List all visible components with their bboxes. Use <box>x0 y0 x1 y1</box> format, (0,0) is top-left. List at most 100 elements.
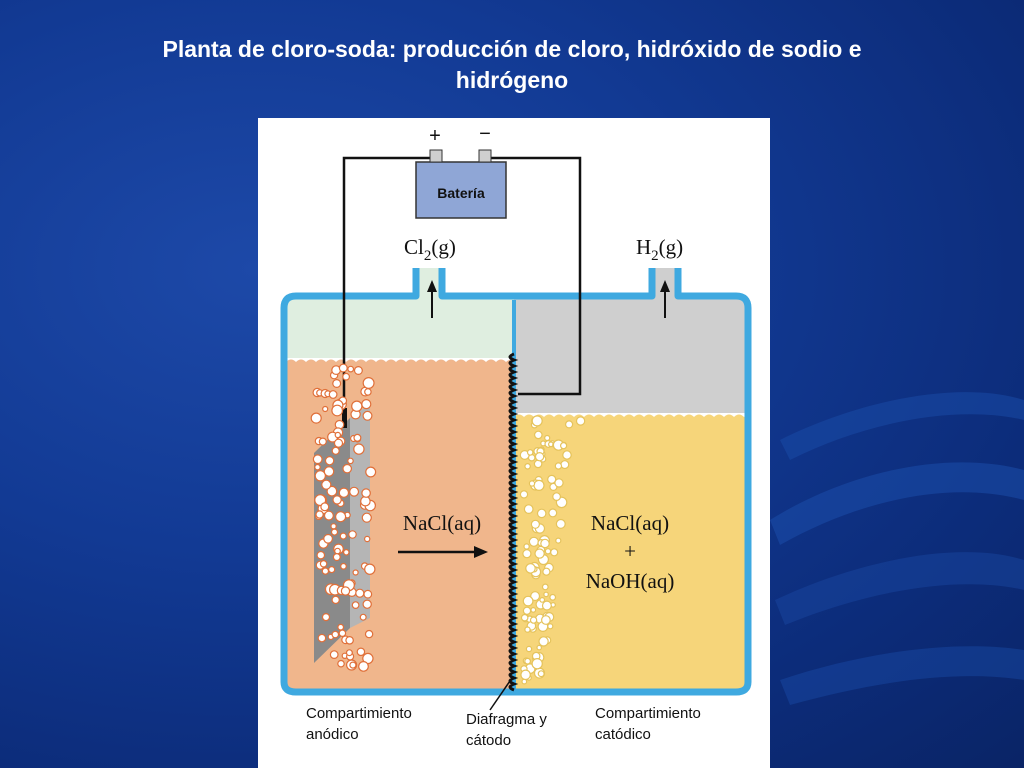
bubble <box>322 405 329 413</box>
bubble <box>330 523 337 530</box>
bubble <box>548 508 558 518</box>
bubble <box>554 478 564 488</box>
bubble <box>544 548 552 555</box>
bubble <box>338 487 350 498</box>
bubble <box>332 379 342 389</box>
bubble <box>321 479 332 490</box>
bubble <box>331 404 344 417</box>
bubble <box>533 459 543 469</box>
bubble <box>530 591 541 602</box>
bubble <box>329 650 339 659</box>
bubble <box>355 588 365 598</box>
wire-anode <box>342 156 434 418</box>
bubble <box>361 399 372 410</box>
bubble <box>326 485 338 497</box>
bubble <box>334 511 347 523</box>
bubble <box>536 644 543 651</box>
bubble <box>539 597 546 603</box>
bubble <box>534 452 545 462</box>
bubble <box>524 657 532 665</box>
bubble <box>334 431 342 439</box>
slide-title-line2: hidrógeno <box>455 67 569 93</box>
wire-cathode <box>486 156 582 396</box>
label-anodic-line1: Compartimiento <box>306 705 412 722</box>
bubble <box>348 530 357 539</box>
bubble <box>363 589 373 599</box>
bubble <box>334 547 341 555</box>
battery-body <box>415 161 507 219</box>
bubble <box>345 649 353 657</box>
bubble <box>524 626 531 633</box>
label-diaphragm-line1: Diafragma y <box>466 711 547 728</box>
bubble <box>361 488 371 498</box>
bubble <box>347 365 355 373</box>
bubble <box>362 599 372 609</box>
bubble <box>323 466 335 477</box>
vessel-outline <box>280 268 752 696</box>
bubble <box>560 460 570 470</box>
bubble <box>530 607 537 613</box>
battery-label: Batería <box>437 185 485 201</box>
bubble <box>330 528 339 536</box>
bubble <box>540 538 550 549</box>
bubble <box>534 548 545 559</box>
bubble <box>310 412 322 424</box>
cathode-solution-label-line3: NaOH(aq) <box>586 569 675 593</box>
bubble <box>321 567 330 575</box>
bubble <box>361 512 372 523</box>
bubble <box>360 495 371 507</box>
bubble <box>524 462 531 470</box>
bubble <box>324 456 335 466</box>
label-cathodic-line2: catódico <box>595 726 651 743</box>
bubble <box>552 492 562 502</box>
bubble <box>318 437 327 446</box>
bubble <box>364 629 374 639</box>
bubble <box>533 479 545 491</box>
bubble <box>525 563 536 574</box>
hydrogen-bubbles <box>519 415 586 685</box>
bubble <box>314 470 327 482</box>
bubble <box>541 615 551 625</box>
negative-sign: − <box>479 123 491 145</box>
bubble <box>554 462 563 470</box>
gas-label-hydrogen-sub: 2 <box>651 248 659 264</box>
cathode-solution-label-line1: NaCl(aq) <box>591 511 669 535</box>
bubble <box>337 623 345 631</box>
bubble <box>520 613 529 622</box>
bubble <box>538 636 549 647</box>
gas-label-chlorine-sub: 2 <box>424 248 432 264</box>
bubble <box>332 553 341 562</box>
anode-solution-label: NaCl(aq) <box>403 511 481 535</box>
bubble <box>364 563 376 575</box>
bubble <box>342 463 352 474</box>
bubble <box>525 645 533 653</box>
bubble <box>522 549 532 559</box>
catholyte-liquid <box>514 414 746 690</box>
bubble <box>549 593 557 601</box>
bubble <box>342 372 350 381</box>
bubble <box>331 630 340 639</box>
bubble <box>362 377 375 390</box>
ion-flow-arrow <box>398 546 488 558</box>
bubble <box>349 486 360 497</box>
gas-label-hydrogen: H2(g) <box>636 235 683 264</box>
bubble <box>362 410 373 421</box>
bubble <box>352 569 359 576</box>
bubble <box>544 434 551 442</box>
battery-terminal-positive <box>429 149 443 163</box>
bubble <box>359 613 367 621</box>
bubble <box>340 586 351 596</box>
bubble <box>519 490 529 499</box>
bubble <box>312 454 323 465</box>
bubble <box>338 363 348 373</box>
bubble <box>523 504 534 515</box>
bubble <box>542 567 551 576</box>
bubble <box>345 635 354 645</box>
electrolysis-cell-diagram: Batería + − Cl2(g) H2(g) N <box>280 123 752 749</box>
bubble <box>340 562 347 570</box>
bubble <box>331 595 340 605</box>
bubble <box>347 457 354 465</box>
bubble <box>365 466 377 478</box>
bubble <box>522 606 532 615</box>
